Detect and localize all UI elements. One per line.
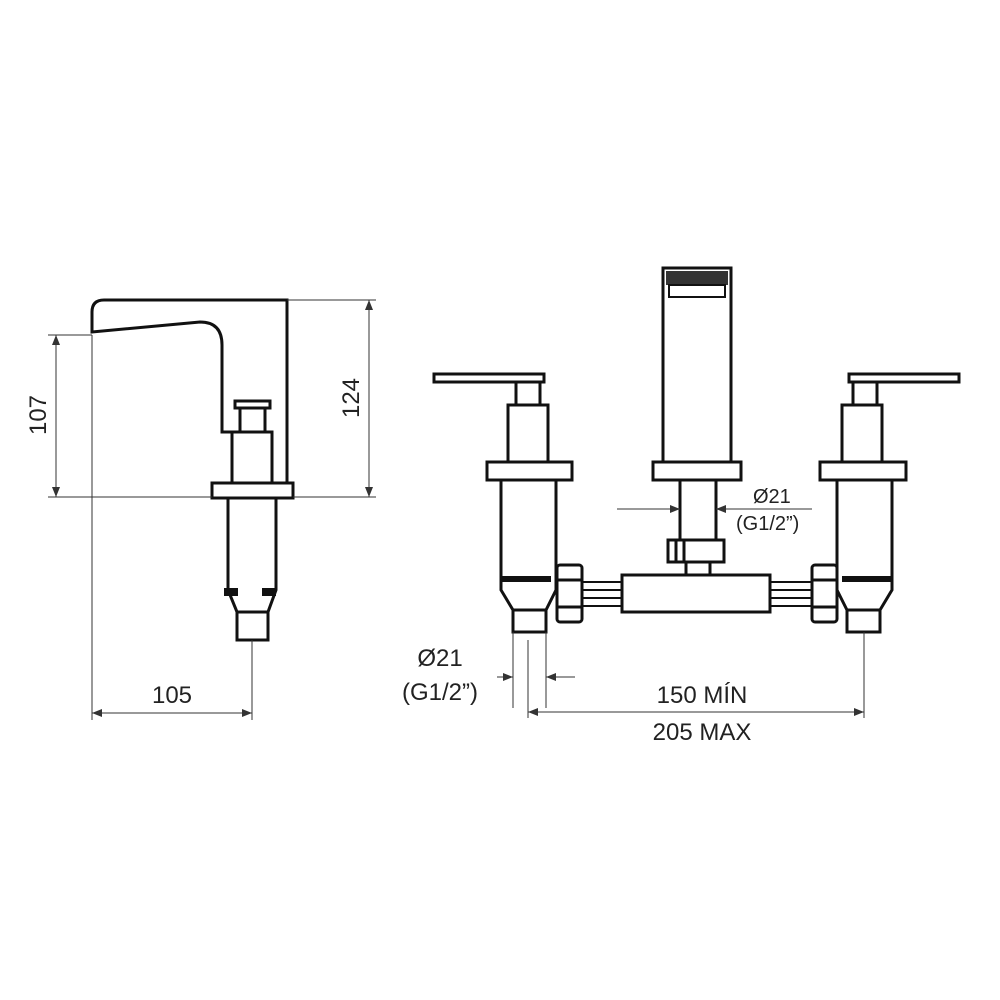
side-view-faucet [90,298,295,642]
spacing-min-label: 150 MÍN [657,682,748,709]
dimension-124: 124 [338,378,365,418]
valve-thread-label: (G1/2”) [402,679,478,706]
spout-thread-label: (G1/2”) [736,513,799,535]
front-view-faucet [432,266,961,634]
front-view-dimensions [497,505,865,718]
dimension-107: 107 [25,395,52,435]
dimension-105: 105 [152,682,192,709]
valve-diameter-label: Ø21 [417,645,462,672]
spout-diameter-label: Ø21 [753,486,791,508]
spacing-max-label: 205 MAX [653,719,752,746]
side-view-dimensions [48,299,376,720]
